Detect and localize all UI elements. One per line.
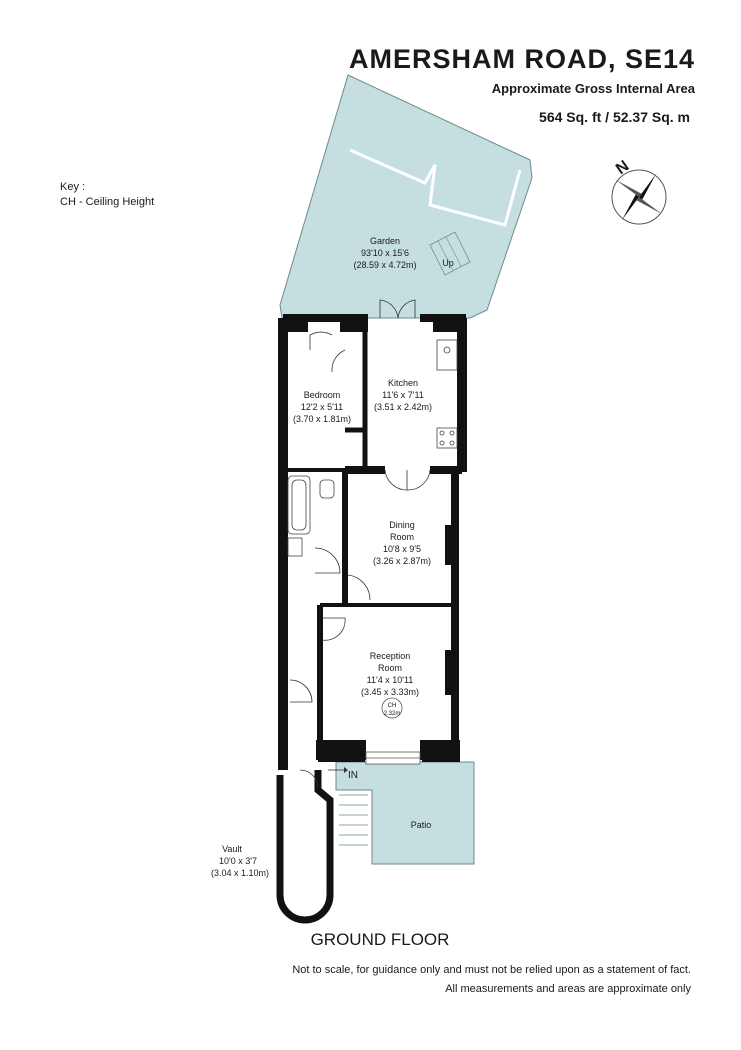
bathroom-fixtures	[287, 475, 335, 557]
key-title: Key :	[60, 181, 86, 193]
bedroom-imperial: 12'2 x 5'11	[301, 402, 343, 412]
vault-imperial: 10'0 x 3'7	[219, 856, 257, 866]
reception-metric: (3.45 x 3.33m)	[361, 687, 419, 697]
garden-metric: (28.59 x 4.72m)	[353, 260, 416, 270]
bedroom-metric: (3.70 x 1.81m)	[293, 414, 351, 424]
kitchen-fixtures	[436, 339, 458, 449]
dining-imperial: 10'8 x 9'5	[383, 544, 421, 554]
walls	[276, 314, 467, 924]
kitchen-imperial: 11'6 x 7'11	[382, 390, 424, 400]
entrance-label: IN	[348, 770, 358, 781]
ceiling-height-value: 2.32m	[384, 711, 401, 717]
vault-metric: (3.04 x 1.10m)	[211, 868, 269, 878]
garden-area: Garden 93'10 x 15'6 (28.59 x 4.72m) Up	[279, 74, 533, 319]
disclaimer-line-1: Not to scale, for guidance only and must…	[292, 964, 691, 976]
patio-area: Patio	[335, 761, 475, 865]
gross-area: 564 Sq. ft / 52.37 Sq. m	[539, 109, 690, 125]
kitchen-metric: (3.51 x 2.42m)	[374, 402, 432, 412]
floor-label: GROUND FLOOR	[310, 930, 450, 949]
ceiling-height-label: CH	[388, 703, 397, 709]
doors	[289, 299, 431, 789]
dining-metric: (3.26 x 2.87m)	[373, 556, 431, 566]
reception-name-1: Reception	[370, 651, 411, 661]
garden-name: Garden	[370, 236, 400, 246]
bedroom-name: Bedroom	[304, 390, 341, 400]
disclaimer-line-2: All measurements and areas are approxima…	[445, 983, 691, 995]
dining-name-1: Dining	[389, 520, 415, 530]
ceiling-height-marker: CH 2.32m	[381, 697, 403, 719]
kitchen-name: Kitchen	[388, 378, 418, 388]
garden-imperial: 93'10 x 15'6	[361, 248, 409, 258]
area-subtitle: Approximate Gross Internal Area	[491, 81, 695, 96]
page-title: AMERSHAM ROAD, SE14	[348, 44, 695, 74]
patio-name: Patio	[411, 820, 432, 830]
key-item-ceiling-height: CH - Ceiling Height	[60, 196, 155, 208]
compass-icon: N	[611, 158, 667, 225]
garden-stairs-up: Up	[442, 258, 454, 268]
vault-name: Vault	[222, 844, 242, 854]
reception-name-2: Room	[378, 663, 402, 673]
dining-name-2: Room	[390, 532, 414, 542]
reception-imperial: 11'4 x 10'11	[367, 675, 414, 685]
